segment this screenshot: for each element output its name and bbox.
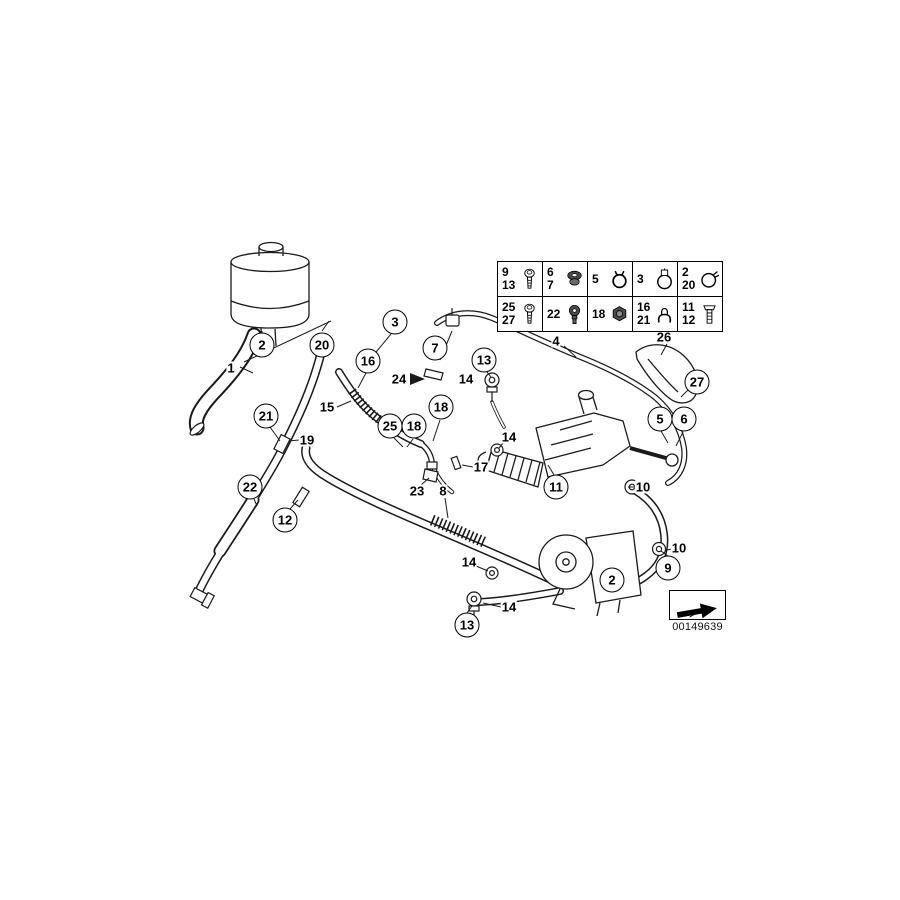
union-nut — [426, 461, 438, 470]
banjo-bolt-icon — [565, 300, 584, 329]
callout-9[interactable]: 9 — [655, 555, 681, 581]
spring-clamp-icon — [610, 265, 629, 294]
callout-8[interactable]: 8 — [438, 483, 448, 499]
small-bolt — [450, 455, 462, 471]
bracket — [423, 368, 444, 381]
parts-table-cell-18[interactable]: 18 — [588, 297, 633, 332]
callout-14[interactable]: 14 — [460, 554, 478, 570]
callout-11[interactable]: 11 — [543, 474, 569, 500]
clip-icon — [655, 300, 674, 329]
band-clamp-icon — [700, 265, 719, 294]
callout-21[interactable]: 21 — [253, 403, 279, 429]
image-id: 00149639 — [672, 621, 723, 633]
hose-clamp-icon — [655, 265, 674, 294]
image-id-block: 00149639 — [669, 590, 726, 633]
callout-19[interactable]: 19 — [298, 432, 316, 448]
callout-27[interactable]: 27 — [684, 369, 710, 395]
callout-4[interactable]: 4 — [551, 333, 561, 349]
callout-24[interactable]: 24 — [390, 371, 408, 387]
callout-10[interactable]: 10 — [670, 540, 688, 556]
callout-5[interactable]: 5 — [647, 406, 673, 432]
callout-26[interactable]: 26 — [655, 329, 673, 345]
parts-table-cell-3[interactable]: 3 — [633, 262, 678, 297]
callout-14[interactable]: 14 — [500, 599, 518, 615]
parts-table-cell-5[interactable]: 5 — [588, 262, 633, 297]
screw-icon — [520, 265, 539, 294]
part-numbers: 18 — [592, 306, 606, 321]
callout-2[interactable]: 2 — [249, 332, 275, 358]
callout-17[interactable]: 17 — [472, 459, 490, 475]
callout-13[interactable]: 13 — [471, 347, 497, 373]
arrow-pointer-icon — [410, 373, 425, 385]
bolt-icon — [700, 300, 719, 329]
callout-1[interactable]: 1 — [226, 360, 236, 376]
callout-23[interactable]: 23 — [408, 483, 426, 499]
callout-18[interactable]: 18 — [428, 394, 454, 420]
callout-6[interactable]: 6 — [671, 406, 697, 432]
callout-14[interactable]: 14 — [457, 371, 475, 387]
direction-arrow-icon — [669, 590, 726, 620]
callout-20[interactable]: 20 — [309, 332, 335, 358]
fluid-reservoir — [230, 241, 310, 347]
callout-10[interactable]: 10 — [634, 479, 652, 495]
grommet-icon — [565, 265, 584, 294]
nut-icon — [610, 300, 629, 329]
part-numbers: 3 — [637, 271, 644, 286]
part-numbers: 22 — [547, 306, 561, 321]
callout-3[interactable]: 3 — [382, 309, 408, 335]
hose-clamp — [273, 433, 291, 455]
hose-end-fitting — [189, 586, 216, 609]
hose-open-end — [189, 422, 205, 436]
callout-15[interactable]: 15 — [318, 399, 336, 415]
callout-16[interactable]: 16 — [355, 348, 381, 374]
parts-table-cell-22[interactable]: 22 — [543, 297, 588, 332]
callout-12[interactable]: 12 — [272, 507, 298, 533]
steering-gear — [477, 389, 679, 488]
part-numbers: 5 — [592, 271, 599, 286]
holder-bracket — [422, 468, 439, 483]
callout-18[interactable]: 18 — [401, 413, 427, 439]
callout-14[interactable]: 14 — [500, 429, 518, 445]
callout-22[interactable]: 22 — [237, 474, 263, 500]
callout-25[interactable]: 25 — [377, 413, 403, 439]
corrugated-sleeves — [348, 388, 489, 549]
callout-7[interactable]: 7 — [422, 335, 448, 361]
screw-icon — [520, 300, 539, 329]
callout-2[interactable]: 2 — [599, 567, 625, 593]
callout-13[interactable]: 13 — [454, 612, 480, 638]
